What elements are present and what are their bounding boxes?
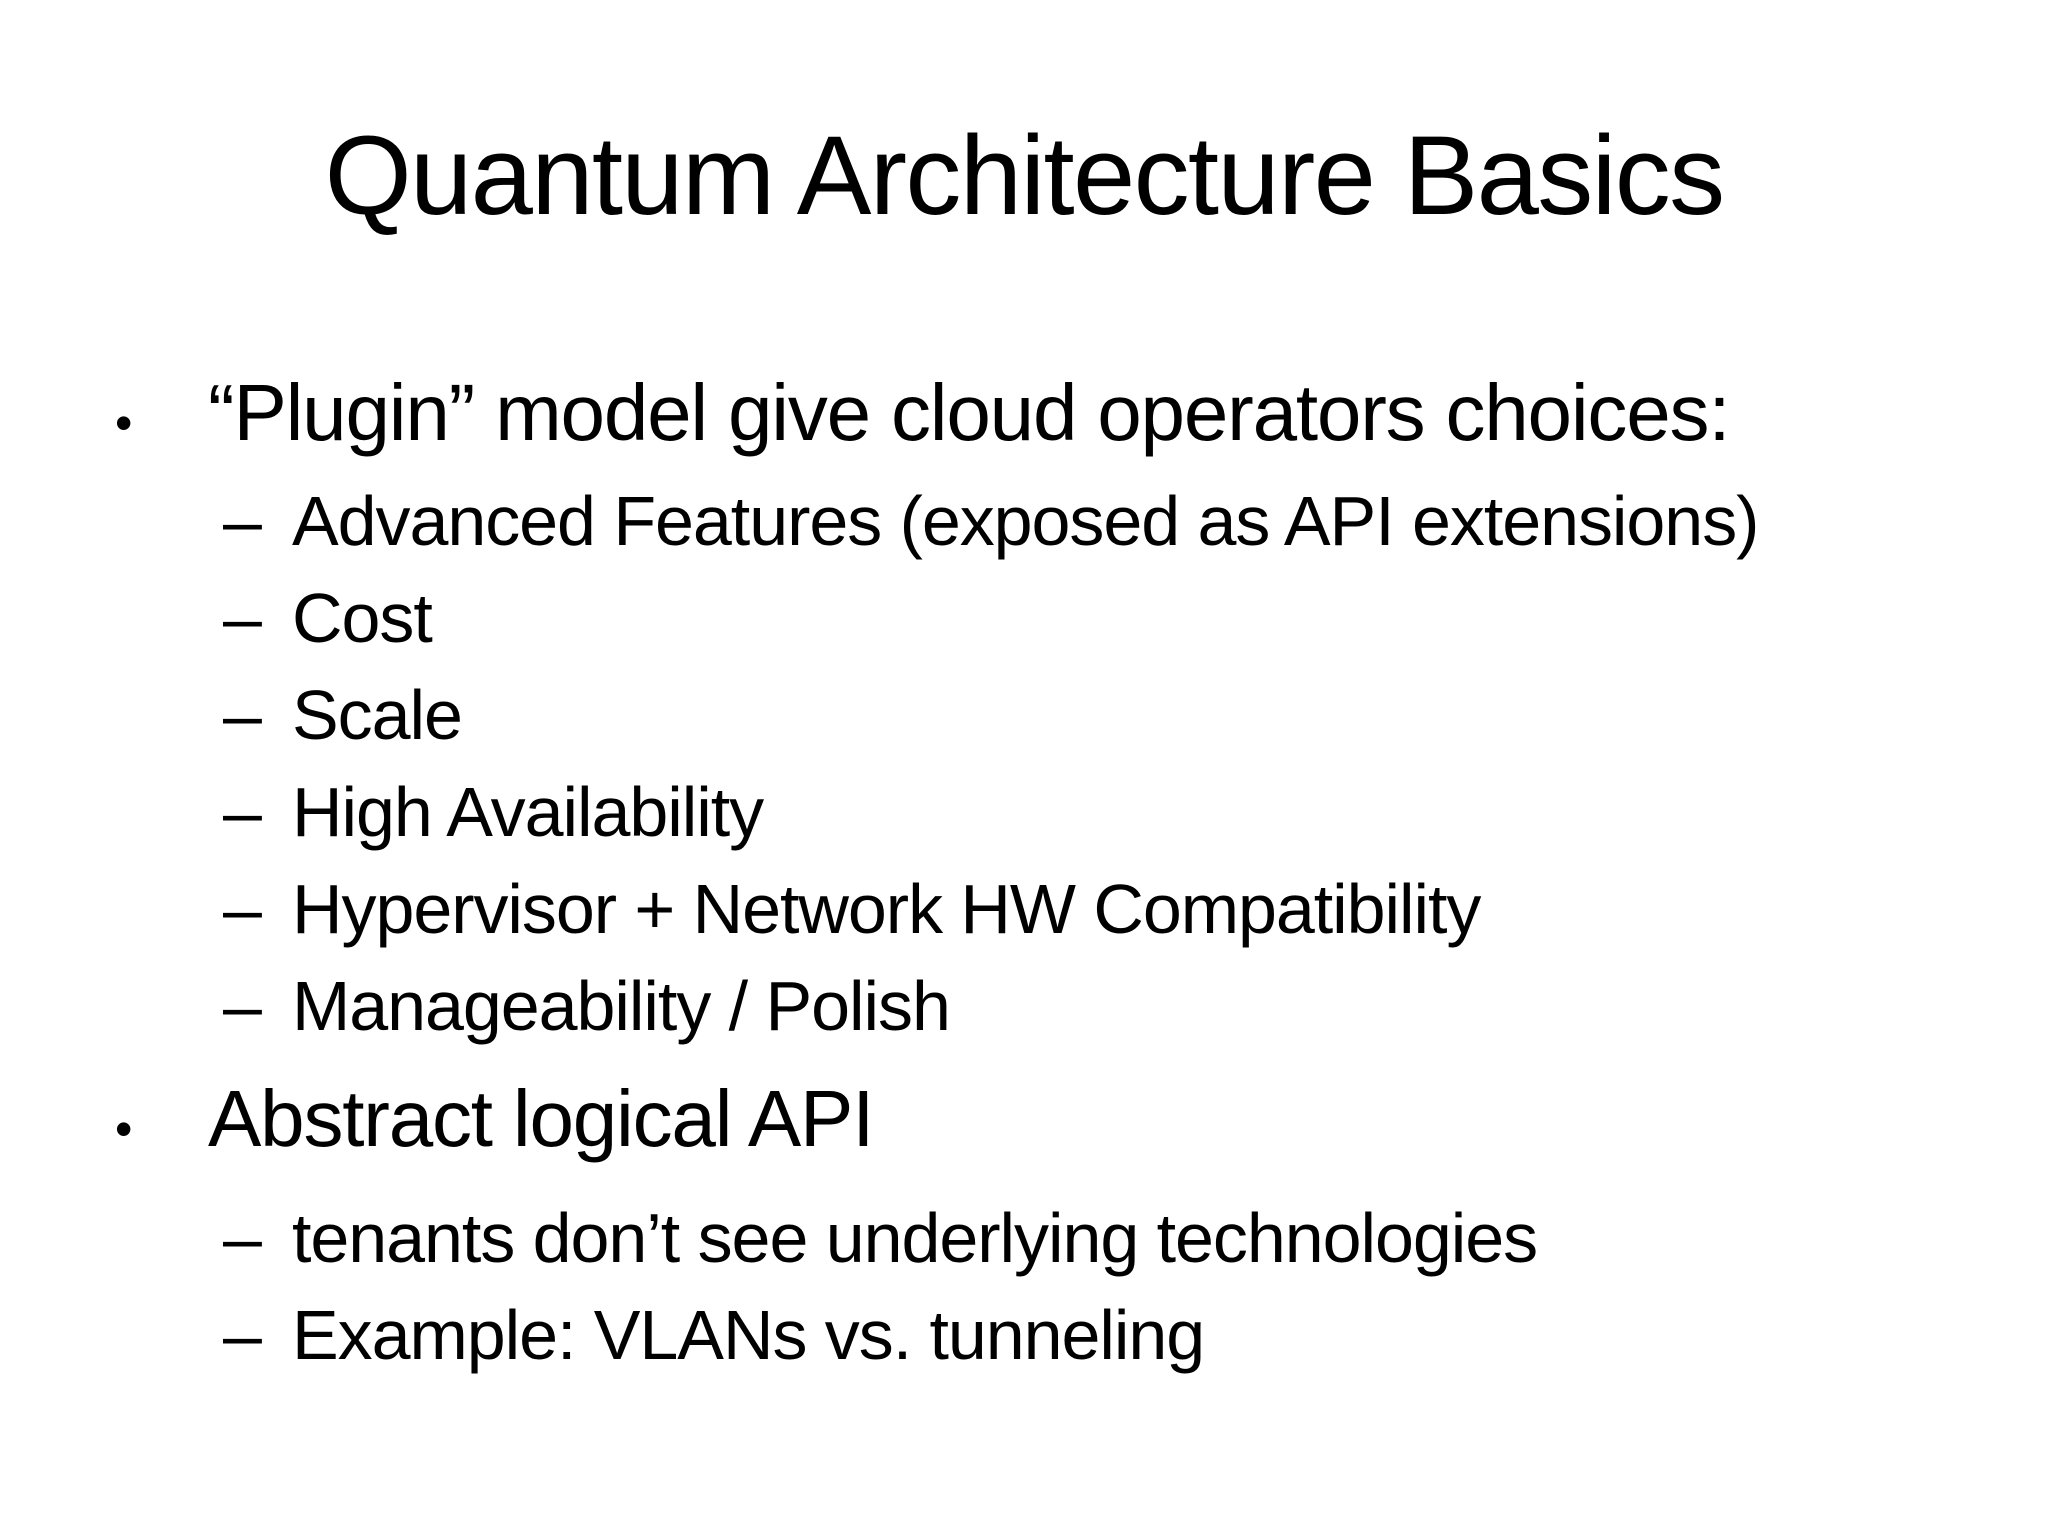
bullet-icon: •: [115, 395, 132, 451]
dash-icon: –: [223, 482, 262, 560]
sub-bullet-item: – Hypervisor + Network HW Compatibility: [0, 861, 2048, 958]
bullet-item: • “Plugin” model give cloud operators ch…: [0, 363, 2048, 473]
sub-bullet-text: Cost: [292, 579, 433, 657]
sub-bullet-text: Hypervisor + Network HW Compatibility: [292, 870, 1481, 948]
sub-bullet-item: – Example: VLANs vs. tunneling: [0, 1287, 2048, 1384]
bullet-text: “Plugin” model give cloud operators choi…: [208, 368, 1731, 457]
sub-bullet-text: Scale: [292, 676, 463, 754]
dash-icon: –: [223, 870, 262, 948]
sub-bullet-text: tenants don’t see underlying technologie…: [292, 1199, 1538, 1277]
sub-bullet-text: High Availability: [292, 773, 764, 851]
sub-bullet-text: Manageability / Polish: [292, 967, 951, 1045]
dash-icon: –: [223, 773, 262, 851]
bullet-text: Abstract logical API: [208, 1074, 874, 1163]
sub-bullet-text: Example: VLANs vs. tunneling: [292, 1296, 1205, 1374]
sub-bullet-item: – Cost: [0, 570, 2048, 667]
sub-bullet-item: – tenants don’t see underlying technolog…: [0, 1190, 2048, 1287]
dash-icon: –: [223, 967, 262, 1045]
sub-bullet-item: – Advanced Features (exposed as API exte…: [0, 473, 2048, 570]
dash-icon: –: [223, 676, 262, 754]
dash-icon: –: [223, 1199, 262, 1277]
bullet-icon: •: [115, 1101, 132, 1157]
bullet-item: • Abstract logical API: [0, 1069, 2048, 1179]
dash-icon: –: [223, 579, 262, 657]
slide-title: Quantum Architecture Basics: [324, 113, 1726, 238]
sub-bullet-text: Advanced Features (exposed as API extens…: [292, 482, 1759, 560]
sub-bullet-item: – Manageability / Polish: [0, 958, 2048, 1055]
slide-body: • “Plugin” model give cloud operators ch…: [0, 363, 2048, 1384]
sub-bullet-item: – Scale: [0, 667, 2048, 764]
sub-bullet-item: – High Availability: [0, 764, 2048, 861]
dash-icon: –: [223, 1296, 262, 1374]
